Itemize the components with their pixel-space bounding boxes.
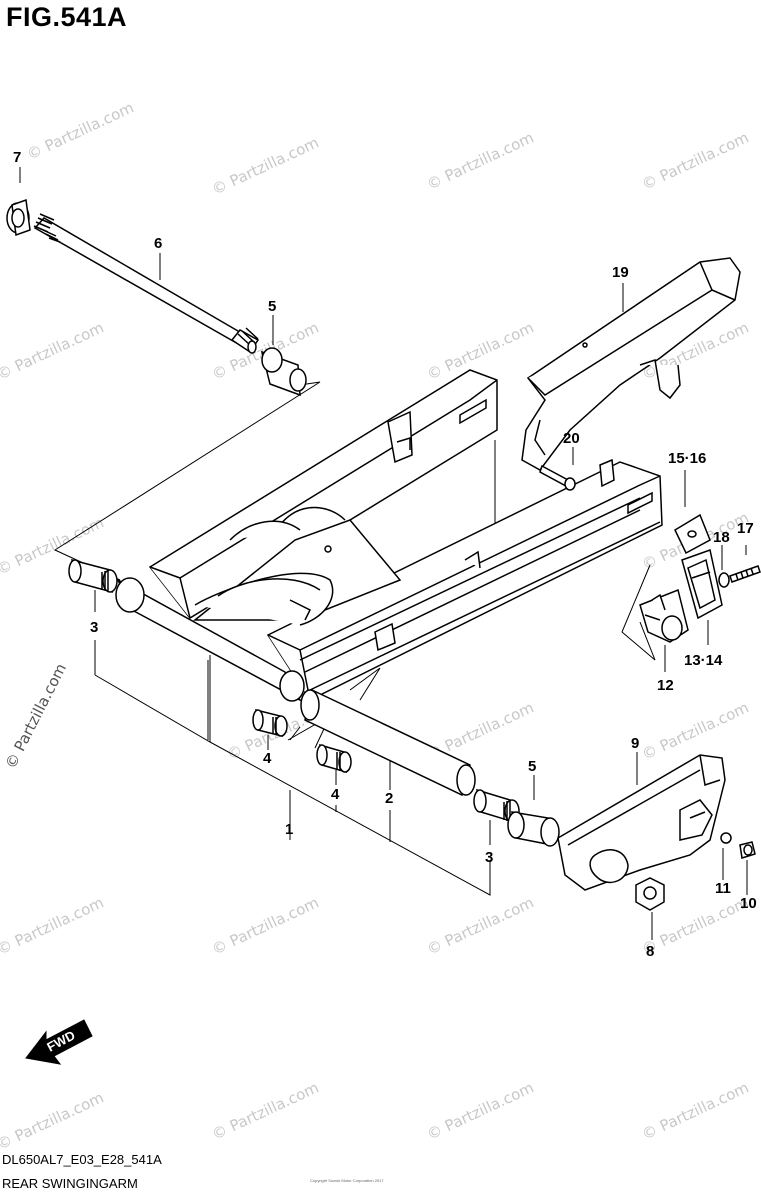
watermark: © Partzilla.com	[0, 1088, 107, 1153]
needle-bearing-left	[68, 558, 118, 594]
chain-adjuster	[681, 549, 723, 620]
axle-nut	[635, 877, 665, 911]
watermark: © Partzilla.com	[424, 1078, 537, 1143]
callout-17: 17	[737, 520, 754, 537]
pivot-nut	[6, 198, 31, 237]
watermark: © Partzilla.com	[209, 133, 322, 198]
adjuster-shim	[674, 513, 711, 555]
callout-4-lower: 4	[331, 786, 340, 803]
adjuster-washer	[718, 572, 730, 588]
bush-upper	[252, 709, 288, 737]
figure-title: FIG.541A	[6, 2, 128, 32]
callout-3-right: 3	[485, 849, 493, 866]
collar-upper	[260, 347, 307, 397]
case-washer	[720, 832, 732, 844]
callout-11: 11	[715, 880, 731, 897]
watermark: © Partzilla.com	[639, 1078, 752, 1143]
watermark: © Partzilla.com	[24, 98, 137, 163]
callout-10: 10	[740, 895, 757, 912]
watermark: © Partzilla.com	[424, 128, 537, 193]
callout-19: 19	[612, 264, 629, 281]
chain-cover	[521, 257, 741, 471]
callout-20: 20	[563, 430, 580, 447]
callout-15-16: 15·16	[668, 450, 706, 467]
adjuster-bracket	[639, 588, 689, 643]
cover-bolt	[539, 464, 576, 491]
callout-1: 1	[285, 821, 293, 838]
callout-9: 9	[631, 735, 639, 752]
figure-name: REAR SWINGINGARM	[2, 1176, 138, 1191]
watermark: © Partzilla.com	[0, 893, 107, 958]
watermark-side: © Partzilla.com	[2, 660, 71, 771]
watermark: © Partzilla.com	[639, 128, 752, 193]
collar-lower	[507, 811, 560, 847]
pivot-shaft	[33, 213, 260, 354]
guide-lines	[19, 167, 748, 940]
callout-2: 2	[385, 790, 393, 807]
callout-18: 18	[713, 529, 730, 546]
swingarm-body	[115, 369, 663, 702]
watermark: © Partzilla.com	[424, 893, 537, 958]
adjuster-bolt	[729, 565, 761, 583]
watermark: © Partzilla.com	[209, 1078, 322, 1143]
callout-8: 8	[646, 943, 654, 960]
callout-5-upper: 5	[268, 298, 276, 315]
callout-6: 6	[154, 235, 162, 252]
callout-3-left: 3	[90, 619, 98, 636]
watermark: © Partzilla.com	[639, 698, 752, 763]
callout-labels: 7 6 5 19 20 15·16 17 18 3 13·14 12 4 4 2…	[13, 149, 757, 960]
watermark: © Partzilla.com	[0, 318, 107, 383]
callout-7: 7	[13, 149, 21, 166]
callout-12: 12	[657, 677, 674, 694]
bush-lower	[316, 743, 352, 774]
watermark: © Partzilla.com	[209, 893, 322, 958]
figure-code: DL650AL7_E03_E28_541A	[2, 1152, 162, 1167]
callout-13-14: 13·14	[684, 652, 723, 669]
case-bolt	[739, 841, 756, 859]
callout-4-upper: 4	[263, 750, 272, 767]
chain-case	[557, 754, 726, 891]
forward-arrow-icon: FWD	[25, 1019, 93, 1065]
spacer-pipe	[300, 688, 476, 797]
callout-5-lower: 5	[528, 758, 536, 775]
copyright-notice: Copyright Suzuki Motor Corporation 2017	[310, 1178, 384, 1183]
